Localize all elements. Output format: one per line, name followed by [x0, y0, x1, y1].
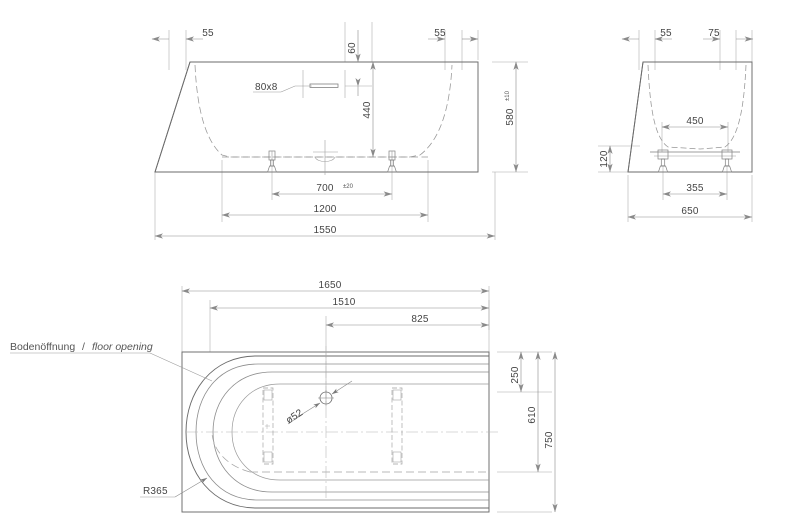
dim-label-55-left: 55 — [202, 28, 214, 39]
front-drain-symbol — [313, 140, 338, 175]
front-extension-lines — [154, 22, 528, 240]
dim-side-450: 450 — [661, 116, 729, 130]
floor-opening-label-de: Bodenöffnung — [10, 341, 75, 353]
dim-label-610: 610 — [527, 406, 538, 424]
floor-opening-label-en: floor opening — [92, 341, 153, 353]
dim-label-750: 750 — [544, 431, 555, 449]
side-elevation-view: 55 75 450 120 355 650 — [598, 28, 754, 222]
dim-side-75: 75 — [703, 28, 754, 42]
dim-front-700: 700 ±20 — [271, 183, 393, 197]
dim-side-355: 355 — [662, 183, 728, 197]
dim-label-700: 700 — [316, 183, 334, 194]
dim-plan-610: 610 — [527, 351, 541, 473]
dim-plan-1510: 1510 — [209, 297, 490, 311]
side-support-frame — [650, 151, 740, 157]
dim-label-355: 355 — [686, 183, 704, 194]
dim-side-55: 55 — [621, 28, 672, 42]
radius-label: R365 — [143, 486, 168, 497]
side-extension-lines — [598, 30, 753, 222]
plan-centre-lines — [186, 346, 500, 500]
front-inner-bowl-hidden — [194, 64, 453, 158]
front-feet-group — [267, 150, 397, 173]
overflow-slot-symbol — [302, 70, 346, 98]
front-tub-outline — [154, 61, 479, 173]
dim-label-450: 450 — [686, 116, 704, 127]
dim-label-250: 250 — [510, 366, 521, 384]
dim-label-55-right: 55 — [434, 28, 446, 39]
side-tub-outline — [627, 61, 753, 173]
dim-label-1200: 1200 — [313, 204, 336, 215]
dim-front-440: 440 — [362, 61, 376, 158]
drain-diameter-label: ø52 — [284, 407, 305, 426]
dim-label-1550: 1550 — [313, 225, 336, 236]
dim-label-60: 60 — [347, 42, 358, 54]
dim-label-side-55: 55 — [660, 28, 672, 39]
plan-feet-footprints — [262, 387, 403, 465]
overflow-callout: 80x8 — [253, 82, 312, 93]
radius-callout: R365 — [140, 477, 208, 498]
dim-label-580-tol: ±10 — [505, 90, 511, 101]
dim-plan-250: 250 — [510, 351, 524, 393]
plan-extension-lines — [181, 286, 552, 513]
dim-side-120: 120 — [599, 145, 613, 173]
dim-front-1200: 1200 — [221, 204, 429, 218]
dim-plan-825: 825 — [325, 314, 490, 328]
dim-front-right-55: 55 — [428, 28, 479, 42]
dim-plan-750: 750 — [544, 351, 558, 513]
dim-label-580: 580 — [505, 108, 516, 126]
dim-label-1650: 1650 — [318, 280, 341, 291]
drain-symbol-plan: ø52 — [284, 380, 353, 426]
dim-plan-1650: 1650 — [181, 280, 490, 294]
overflow-slot-label: 80x8 — [255, 82, 278, 93]
floor-opening-callout: Bodenöffnung / floor opening — [10, 341, 213, 382]
dim-front-580: 580 ±10 — [505, 61, 519, 173]
dim-label-700-tol: ±20 — [343, 184, 354, 190]
plan-hidden-lines — [211, 433, 489, 473]
dim-label-650: 650 — [681, 206, 699, 217]
dim-label-120: 120 — [599, 150, 610, 168]
dim-label-1510: 1510 — [332, 297, 355, 308]
floor-opening-separator: / — [82, 341, 85, 353]
dim-label-440: 440 — [362, 101, 373, 119]
dim-front-left-55: 55 — [151, 28, 214, 42]
front-elevation-view: 80x8 55 55 60 440 — [151, 22, 528, 240]
dim-label-side-75: 75 — [708, 28, 720, 39]
side-feet-group — [657, 149, 733, 173]
dim-front-1550: 1550 — [154, 225, 496, 239]
dim-side-650: 650 — [627, 206, 753, 220]
side-inner-bowl-hidden — [647, 64, 747, 150]
dim-label-825: 825 — [411, 314, 429, 325]
dim-front-60: 60 — [345, 30, 372, 96]
plan-view: ø52 Bodenöffnung / floor opening R365 16… — [10, 280, 558, 513]
